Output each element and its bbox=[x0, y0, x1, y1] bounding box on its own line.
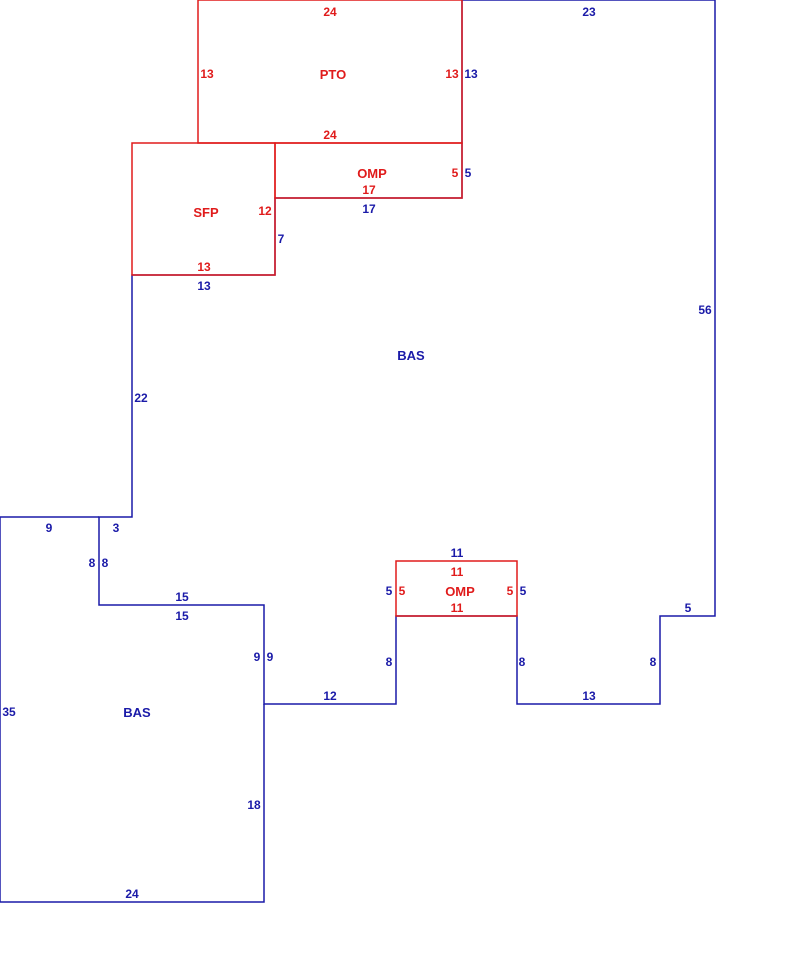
dim-label: 13 bbox=[464, 67, 478, 81]
dim-label: 12 bbox=[258, 204, 272, 218]
dim-label: 18 bbox=[247, 798, 261, 812]
dim-label: 24 bbox=[323, 128, 337, 142]
dim-label: 7 bbox=[278, 232, 285, 246]
dim-label: 8 bbox=[89, 556, 96, 570]
dim-label: 11 bbox=[451, 565, 464, 579]
dim-label: 22 bbox=[134, 391, 148, 405]
dim-label: 15 bbox=[175, 609, 189, 623]
dim-label: 23 bbox=[582, 5, 596, 19]
dim-label: 3 bbox=[113, 521, 120, 535]
area-label-sfp: SFP bbox=[193, 205, 219, 220]
dim-label: 13 bbox=[197, 279, 211, 293]
dim-label: 8 bbox=[519, 655, 526, 669]
dim-label: 17 bbox=[362, 183, 376, 197]
dim-label: 13 bbox=[582, 689, 596, 703]
dim-label: 5 bbox=[685, 601, 692, 615]
dim-label: 5 bbox=[399, 584, 406, 598]
dim-label: 9 bbox=[267, 650, 274, 664]
dim-label: 9 bbox=[46, 521, 53, 535]
dim-label: 24 bbox=[323, 5, 337, 19]
area-label-omp-upper: OMP bbox=[357, 166, 387, 181]
dim-label: 8 bbox=[102, 556, 109, 570]
dim-label: 8 bbox=[386, 655, 393, 669]
dim-label: 24 bbox=[125, 887, 139, 901]
dim-label: 17 bbox=[362, 202, 376, 216]
omp-lower-outline bbox=[395, 560, 518, 617]
dim-label: 13 bbox=[197, 260, 211, 274]
dim-label: 56 bbox=[698, 303, 712, 317]
area-label-pto: PTO bbox=[320, 67, 347, 82]
dim-label: 15 bbox=[175, 590, 189, 604]
dim-label: 11 bbox=[451, 546, 464, 560]
sfp-outline bbox=[131, 142, 276, 276]
dim-label: 13 bbox=[200, 67, 214, 81]
dim-label: 5 bbox=[520, 584, 527, 598]
dim-label: 5 bbox=[465, 166, 472, 180]
area-label-bas-lower: BAS bbox=[123, 705, 151, 720]
bas-lower-outline bbox=[0, 516, 265, 903]
dim-label: 13 bbox=[445, 67, 459, 81]
dim-label: 35 bbox=[2, 705, 16, 719]
dim-label: 5 bbox=[386, 584, 393, 598]
dim-label: 12 bbox=[323, 689, 337, 703]
dim-label: 9 bbox=[254, 650, 261, 664]
dim-label: 8 bbox=[650, 655, 657, 669]
dim-label: 5 bbox=[507, 584, 514, 598]
area-label-bas-main: BAS bbox=[397, 348, 425, 363]
dim-label: 5 bbox=[452, 166, 459, 180]
dim-label: 11 bbox=[451, 601, 464, 615]
area-label-omp-lower: OMP bbox=[445, 584, 475, 599]
